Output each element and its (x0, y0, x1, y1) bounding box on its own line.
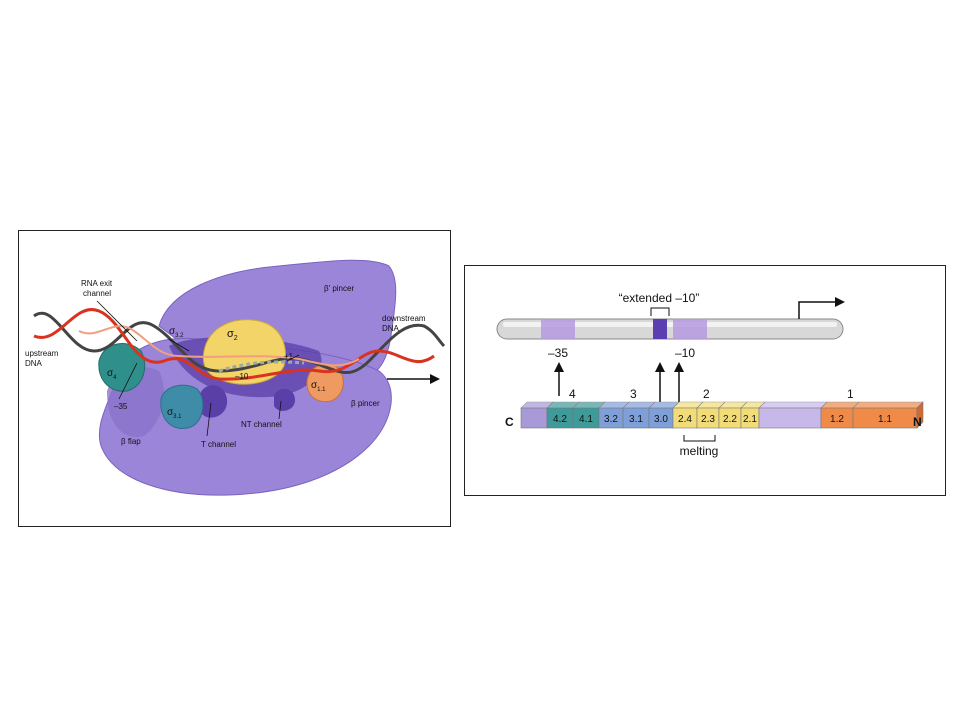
minus35-element (541, 319, 575, 339)
sigma-segment-label: 3.0 (654, 414, 668, 425)
melting-bracket (683, 435, 716, 442)
arrowhead-region4 (554, 362, 564, 372)
sigma-segment-top (758, 401, 828, 409)
leader-nt-channel (278, 400, 282, 420)
sigma-segment-label: 3.1 (629, 414, 643, 425)
label-t-channel: T channel (201, 440, 236, 449)
label-c-terminus: C (505, 415, 514, 429)
sigma-segment-label: 1.1 (878, 414, 892, 425)
dna-strand-light (78, 325, 360, 367)
sigma-segment-label: 2.1 (743, 414, 757, 425)
sigma-domain-bar: 4.2 4.1 3.2 3.1 3.0 2.4 2.3 2.2 2.1 1.2 1.1 (520, 401, 924, 429)
sigma31-domain-shape (160, 384, 204, 429)
label-beta-pincer: β pincer (351, 399, 380, 408)
label-sigma31: σ3.1 (167, 407, 182, 420)
sigma4-domain-shape (98, 343, 146, 392)
label-sigma4: σ4 (107, 368, 117, 381)
arrowhead-region3 (655, 362, 665, 372)
region-number-3: 3 (630, 387, 637, 401)
sigma-segment-label: 2.2 (723, 414, 737, 425)
label-minus35: –35 (114, 402, 128, 411)
label-sigma32: σ3.2 (169, 326, 184, 339)
sigma-segment-label: 4.1 (579, 414, 593, 425)
sigma-segment-label: 2.4 (678, 414, 692, 425)
region-number-1: 1 (847, 387, 854, 401)
cylinder-highlight (503, 322, 837, 327)
sigma-segment-top (820, 401, 860, 409)
label-n-terminus: N (913, 415, 922, 429)
sigma-segment-label: 2.3 (701, 414, 715, 425)
sigma-segment-label: 3.2 (604, 414, 618, 425)
tss-arrowhead (835, 297, 845, 307)
sigma-domains-panel: “extended –10” –35 –10 4 3 2 1 4.2 4.1 3.2… (464, 265, 946, 496)
label-nt-channel: NT channel (241, 420, 282, 429)
leader-plus1 (286, 354, 300, 362)
label-beta-flap: β flap (121, 437, 141, 446)
leader-rna-exit (96, 300, 138, 342)
label-plus1: +1 (284, 352, 294, 361)
dna-strand-dark (33, 311, 446, 375)
sigma-segment-label: 1.2 (830, 414, 844, 425)
template-strand (218, 360, 305, 373)
sigma11-domain-shape (306, 364, 344, 403)
label-minus35: –35 (548, 346, 568, 360)
label-beta-prime-pincer: β′ pincer (324, 284, 354, 293)
arrowhead-region2 (674, 362, 684, 372)
sigma-domain-diagram: “extended –10” –35 –10 4 3 2 1 4.2 4.1 3.2… (496, 291, 924, 458)
label-sigma11: σ1.1 (311, 380, 326, 393)
leader-minus35 (118, 362, 138, 400)
sigma-bar-end-face (916, 401, 924, 429)
minus10-element (673, 319, 707, 339)
region-number-4: 4 (569, 387, 576, 401)
region-number-2: 2 (703, 387, 710, 401)
extended-minus10-element (653, 319, 667, 339)
nt-channel-shape (274, 388, 296, 411)
label-minus10: –10 (675, 346, 695, 360)
label-sigma2: σ2 (227, 328, 238, 342)
sigma-segment (520, 407, 548, 429)
sigma-segment-label: 4.2 (553, 414, 567, 425)
tss-arrow (798, 301, 837, 319)
leader-t-channel (206, 402, 212, 437)
label-minus10: –10 (235, 372, 249, 381)
label-melting: melting (680, 444, 719, 458)
sigma-segment-top (852, 401, 924, 409)
leader-sigma32 (168, 338, 190, 352)
label-extended-minus10: “extended –10” (619, 291, 700, 305)
t-channel-shape (199, 385, 228, 418)
direction-arrowhead (430, 374, 440, 384)
extended-bracket (650, 307, 670, 316)
dna-strand-red (33, 308, 435, 381)
sigma-segment (758, 407, 822, 429)
